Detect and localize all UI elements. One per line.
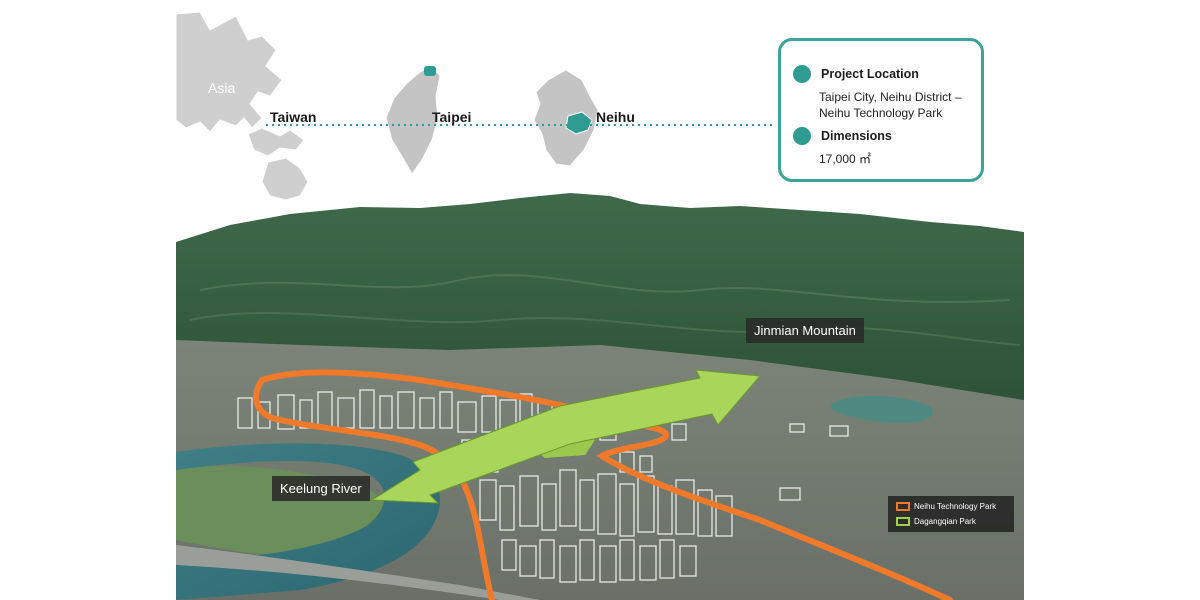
legend-swatch-orange (896, 502, 910, 511)
taipei-highlight (424, 66, 436, 76)
legend-item-neihu-technology-park: Neihu Technology Park (896, 502, 996, 511)
bullet-icon (793, 65, 811, 83)
taipei-city-map (533, 69, 599, 167)
neihu-label: Neihu (596, 109, 635, 125)
keelung-river-callout: Keelung River (272, 476, 370, 501)
asia-map (175, 11, 309, 201)
project-info-panel: Project Location Taipei City, Neihu Dist… (778, 38, 984, 182)
jinmian-mountain-callout: Jinmian Mountain (746, 318, 864, 343)
project-location-line1: Taipei City, Neihu District – (819, 90, 962, 104)
neihu-technology-park-boundary (253, 369, 953, 600)
dimensions-row: Dimensions (793, 127, 892, 145)
project-location-line2: Neihu Technology Park (819, 106, 943, 120)
neihu-highlight (565, 111, 593, 135)
taipei-label: Taipei (432, 109, 472, 125)
connection-arrow (370, 369, 762, 504)
ridge-line (199, 274, 1011, 304)
lake (830, 395, 933, 423)
asia-label: Asia (208, 80, 236, 96)
dimensions-heading: Dimensions (821, 129, 892, 143)
taiwan-map (385, 65, 441, 175)
ridge-line (189, 311, 1021, 346)
legend-label: Dagangqian Park (914, 517, 976, 526)
bullet-icon (793, 127, 811, 145)
project-location-row: Project Location (793, 65, 919, 83)
map-legend: Neihu Technology Park Dagangqian Park (888, 496, 1014, 532)
legend-swatch-green (896, 517, 910, 526)
legend-item-dagangqian-park: Dagangqian Park (896, 517, 976, 526)
highway (176, 545, 540, 600)
project-location-heading: Project Location (821, 67, 919, 81)
dimensions-value: 17,000 ㎡ (819, 152, 872, 166)
taiwan-label: Taiwan (270, 109, 317, 125)
legend-label: Neihu Technology Park (914, 502, 997, 511)
